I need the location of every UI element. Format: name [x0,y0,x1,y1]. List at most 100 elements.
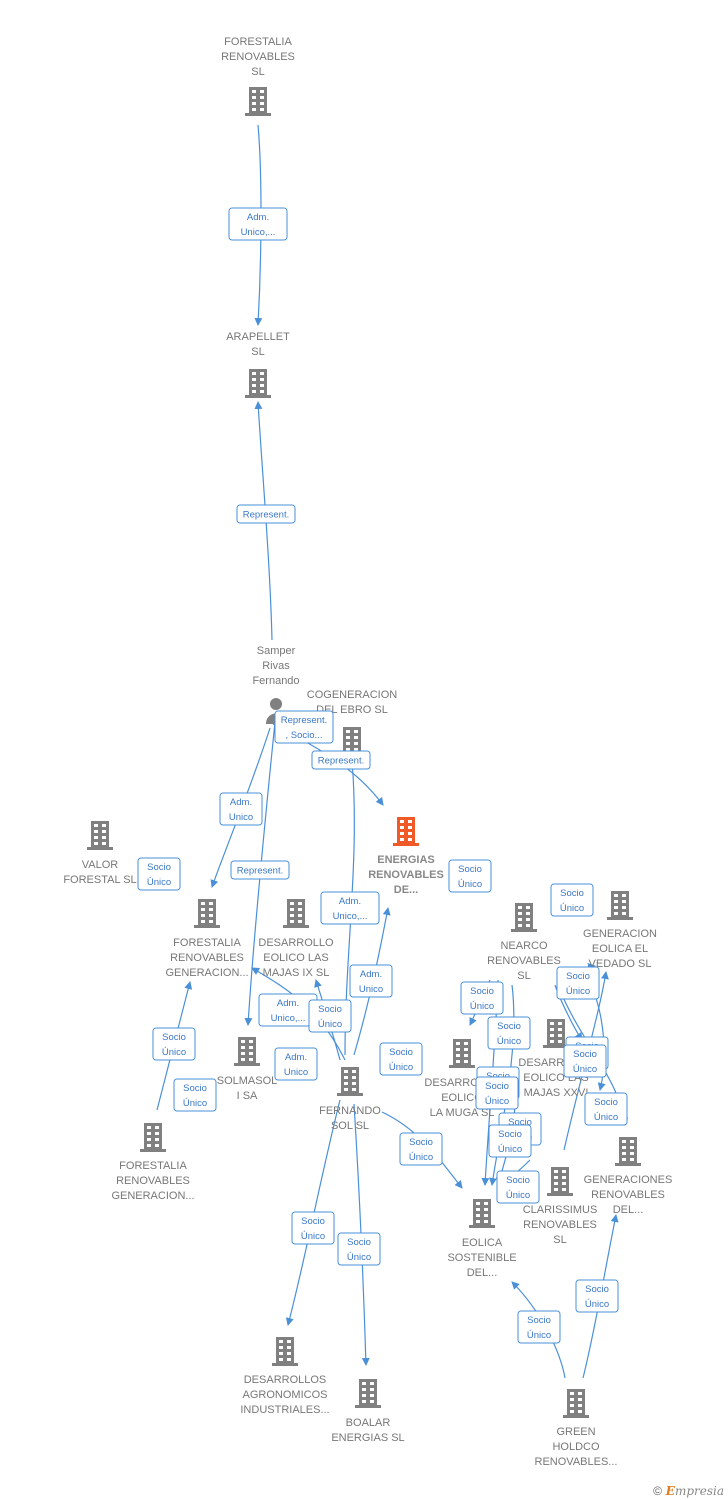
badge-text: Socio [560,888,584,899]
relation-badge[interactable]: Adm.Unico,... [258,993,318,1027]
relation-badge[interactable]: Adm.Unico,... [320,891,380,925]
building-icon [547,1167,573,1196]
badge-text: Único [458,879,482,890]
relation-badge[interactable]: Represent. [311,750,371,770]
badge-text: Represent. [237,866,283,877]
badge-text: Único [147,877,171,888]
badge-text: Único [585,1299,609,1310]
badge-text: Único [527,1330,551,1341]
relation-badge[interactable]: Adm. Unico [349,964,393,998]
badge-text: Socio [498,1129,522,1140]
relation-badge[interactable]: Represent. [230,860,290,880]
badge-text: Único [560,903,584,914]
relation-badge[interactable]: Represent., Socio... [274,710,334,744]
badge-text: Único [162,1047,186,1058]
building-icon [283,899,309,928]
badge-text: Único [409,1152,433,1163]
relation-badge[interactable]: Adm. Unico,... [228,207,288,241]
building-icon [140,1123,166,1152]
building-icon [543,1019,569,1048]
building-icon [245,369,271,398]
badge-text: Único [485,1096,509,1107]
relation-badge[interactable]: Represent. [236,504,296,524]
badge-text: Socio [347,1237,371,1248]
badge-text: Represent. [243,510,289,521]
badge-text: Socio [389,1047,413,1058]
badge-text: Adm. [339,896,361,907]
badge-text: Socio [409,1137,433,1148]
badge-text: Socio [183,1083,207,1094]
building-icon [615,1137,641,1166]
badge-text: Represent. [318,756,364,767]
badge-text: Socio [162,1032,186,1043]
building-icon [355,1379,381,1408]
badge-text: , Socio... [286,730,323,741]
badge-text: Adm. [360,969,382,980]
badge-text: Unico,... [241,227,276,238]
badge-text: Adm. [247,212,269,223]
empresia-logo-initial: E [665,1484,675,1498]
building-icon [449,1039,475,1068]
badge-text: Socio [458,864,482,875]
building-icon [272,1337,298,1366]
empresia-footer[interactable]: © Empresia [653,1484,724,1498]
relation-badge[interactable]: Adm.Unico [274,1047,318,1081]
badge-text: Unico [229,812,253,823]
badge-text: Socio [147,862,171,873]
badge-text: Único [573,1064,597,1075]
building-icon [87,821,113,850]
relation-badge[interactable]: Adm.Unico [219,792,263,826]
building-icon [607,891,633,920]
badge-text: Unico [359,984,383,995]
